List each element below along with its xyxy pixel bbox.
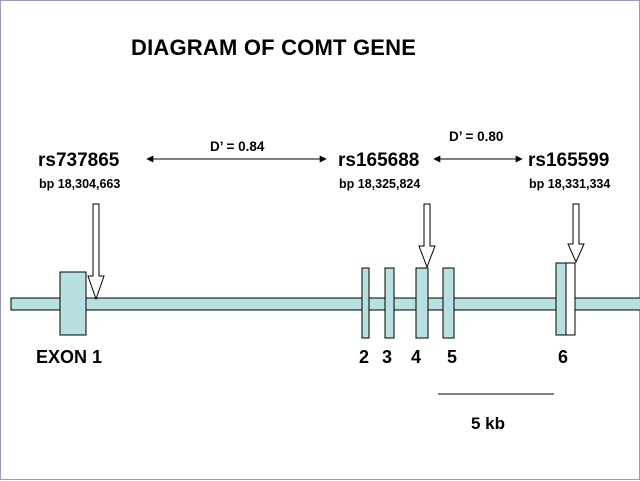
snp-position-3: bp 18,331,334 xyxy=(529,177,611,191)
snp-label-2: rs165688 xyxy=(338,150,420,171)
exon-6 xyxy=(555,262,568,336)
snp-label-3: rs165599 xyxy=(528,150,610,171)
snp-label-1: rs737865 xyxy=(38,150,120,171)
snp-position-1: bp 18,304,663 xyxy=(39,177,121,191)
exon-5 xyxy=(442,267,455,339)
exon-1 xyxy=(59,271,87,336)
exon-label-1: EXON 1 xyxy=(36,347,103,367)
exon-label-5: 5 xyxy=(447,347,458,367)
exon-label-2: 2 xyxy=(359,347,370,367)
snp-arrow-3 xyxy=(567,203,585,264)
exon-label-4: 4 xyxy=(411,347,422,367)
snp-arrow-1 xyxy=(87,203,105,301)
exon-6-utr xyxy=(565,262,576,336)
exon-4 xyxy=(415,267,429,339)
snp-arrow-2 xyxy=(418,203,436,269)
exon-label-6: 6 xyxy=(558,347,569,367)
exon-3 xyxy=(384,267,395,339)
gene-backbone xyxy=(10,297,640,311)
exon-label-3: 3 xyxy=(382,347,393,367)
snp-position-2: bp 18,325,824 xyxy=(339,177,421,191)
exon-2 xyxy=(361,267,370,339)
diagram-title: DIAGRAM OF COMT GENE xyxy=(131,35,417,60)
ld-label-2: D’ = 0.80 xyxy=(449,129,504,144)
scale-bar-label: 5 kb xyxy=(471,414,506,433)
ld-label-1: D’ = 0.84 xyxy=(210,139,265,154)
